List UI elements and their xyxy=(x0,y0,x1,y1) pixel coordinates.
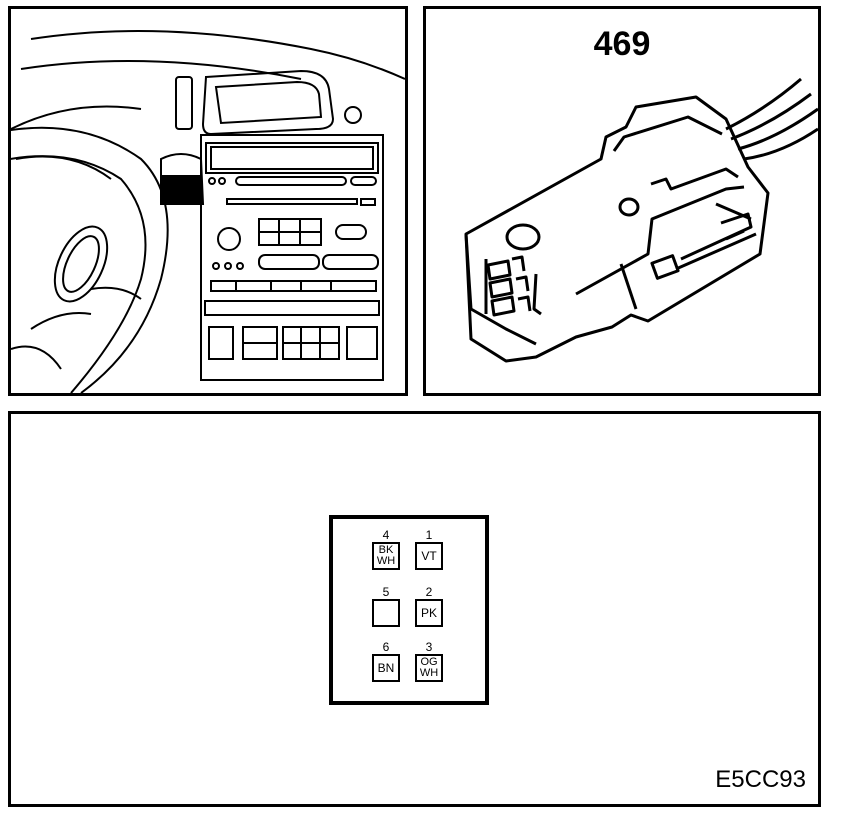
pin-cavity xyxy=(372,599,400,627)
pin-cavity: VT xyxy=(415,542,443,570)
connector-panel: 469 xyxy=(423,6,821,396)
pin-6: 6 BN xyxy=(363,641,409,682)
wire-stripe: WH xyxy=(376,555,396,567)
pin-number: 1 xyxy=(425,528,433,542)
pin-cavity: PK xyxy=(415,599,443,627)
pin-cavity: OG WH xyxy=(415,654,443,682)
connector-isometric-illustration xyxy=(464,77,818,363)
pin-cavity: BK WH xyxy=(372,542,400,570)
pin-cavity: BN xyxy=(372,654,400,682)
dashboard-location-panel xyxy=(8,6,408,396)
dashboard-location-illustration xyxy=(11,30,405,393)
pin-number: 5 xyxy=(382,585,390,599)
pinout-panel: 4 BK WH 1 VT 5 2 PK 6 xyxy=(8,411,821,807)
wire-color: BK xyxy=(378,544,394,556)
pin-number: 4 xyxy=(382,528,390,542)
wire-color: OG xyxy=(420,656,438,668)
wire-color: VT xyxy=(421,548,437,563)
wire-color: BN xyxy=(377,660,395,675)
pin-number: 6 xyxy=(382,640,390,654)
wire-stripe: WH xyxy=(419,667,439,679)
pin-1: 1 VT xyxy=(406,529,452,570)
connector-number: 469 xyxy=(593,25,651,63)
connector-face: 4 BK WH 1 VT 5 2 PK 6 xyxy=(329,515,489,705)
pin-5: 5 xyxy=(363,586,409,627)
pin-3: 3 OG WH xyxy=(406,641,452,682)
pin-number: 2 xyxy=(425,585,433,599)
diagram-code: E5CC93 xyxy=(715,766,806,793)
pin-number: 3 xyxy=(425,640,433,654)
wire-color: PK xyxy=(420,605,437,620)
pin-2: 2 PK xyxy=(406,586,452,627)
pin-4: 4 BK WH xyxy=(363,529,409,570)
